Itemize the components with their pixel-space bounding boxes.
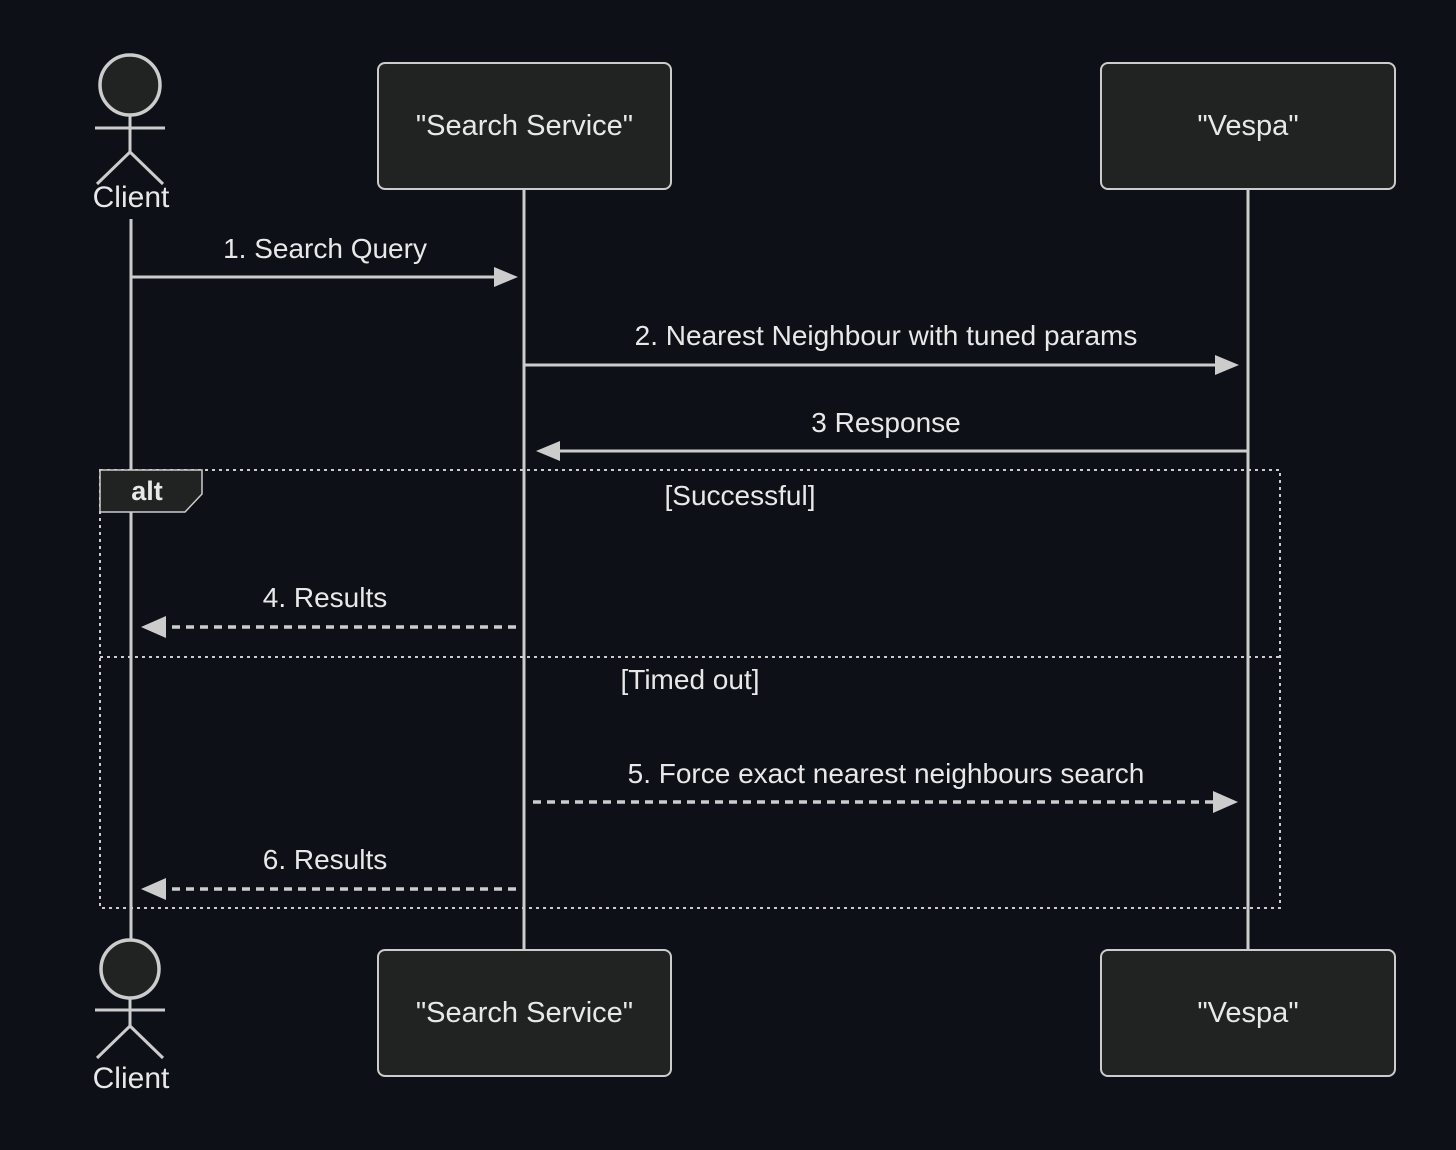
client-actor-icon-bottom [95, 938, 165, 1060]
participant-box-vespa-bottom: "Vespa" [1100, 949, 1396, 1077]
message-label-1: 1. Search Query [223, 233, 427, 264]
alt-keyword-box [99, 469, 203, 513]
message-label-6: 6. Results [262, 844, 388, 875]
alt-condition-timed-out: [Timed out] [620, 664, 760, 695]
client-actor-icon [95, 53, 165, 186]
participant-box-search-service-bottom: "Search Service" [377, 949, 672, 1077]
alt-keyword-label: alt [131, 476, 163, 506]
message-label-4: 4. Results [262, 582, 388, 613]
message-label-2: 2. Nearest Neighbour with tuned params [634, 320, 1138, 351]
actor-label-client-bottom: Client [92, 1062, 170, 1095]
participant-box-search-service-top: "Search Service" [377, 62, 672, 190]
participant-box-vespa-top: "Vespa" [1100, 62, 1396, 190]
alt-condition-successful: [Successful] [664, 480, 816, 511]
message-arrow-4 [141, 616, 516, 638]
participant-label: "Search Service" [415, 109, 634, 142]
alt-frame [99, 469, 1281, 909]
message-arrow-2 [524, 355, 1239, 375]
message-arrow-1 [131, 267, 518, 287]
message-arrow-6 [141, 878, 516, 900]
participant-label: "Search Service" [415, 996, 634, 1029]
actor-label-client-top: Client [92, 181, 170, 214]
participant-label: "Vespa" [1197, 996, 1299, 1029]
message-label-5: 5. Force exact nearest neighbours search [627, 758, 1145, 789]
message-arrow-3 [536, 441, 1248, 461]
participant-label: "Vespa" [1197, 109, 1299, 142]
message-arrow-5 [533, 791, 1238, 813]
message-label-3: 3 Response [811, 407, 961, 438]
